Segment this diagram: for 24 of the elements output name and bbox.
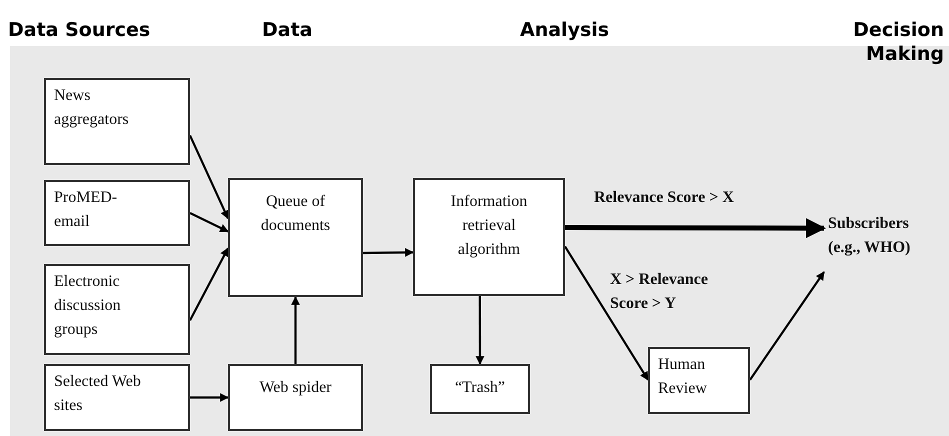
arrow: [362, 248, 414, 257]
process-box: Electronic discussion groups: [44, 264, 190, 355]
arrow: [749, 271, 825, 380]
arrow: [190, 212, 229, 233]
arrow: [564, 246, 649, 381]
column-heading: Decision Making: [852, 18, 944, 66]
arrow: [476, 296, 484, 365]
arrow: [565, 218, 826, 238]
process-box: Queue of documents: [228, 178, 363, 297]
arrow: [189, 134, 229, 220]
process-box: Information retrieval algorithm: [413, 178, 565, 296]
arrow: [190, 393, 229, 402]
arrow: [189, 247, 229, 321]
process-box: Web spider: [228, 364, 363, 431]
process-box: News aggregators: [44, 78, 190, 165]
column-heading: Analysis: [520, 18, 610, 42]
process-box: “Trash”: [430, 364, 530, 414]
process-box: Selected Web sites: [44, 364, 190, 431]
process-box: ProMED-email: [44, 180, 190, 246]
process-box: Human Review: [648, 347, 750, 414]
column-heading: Data Sources: [8, 18, 152, 42]
endpoint-label: Subscribers (e.g., WHO): [824, 212, 948, 272]
arrow: [291, 296, 300, 364]
column-heading: Data: [262, 18, 314, 42]
